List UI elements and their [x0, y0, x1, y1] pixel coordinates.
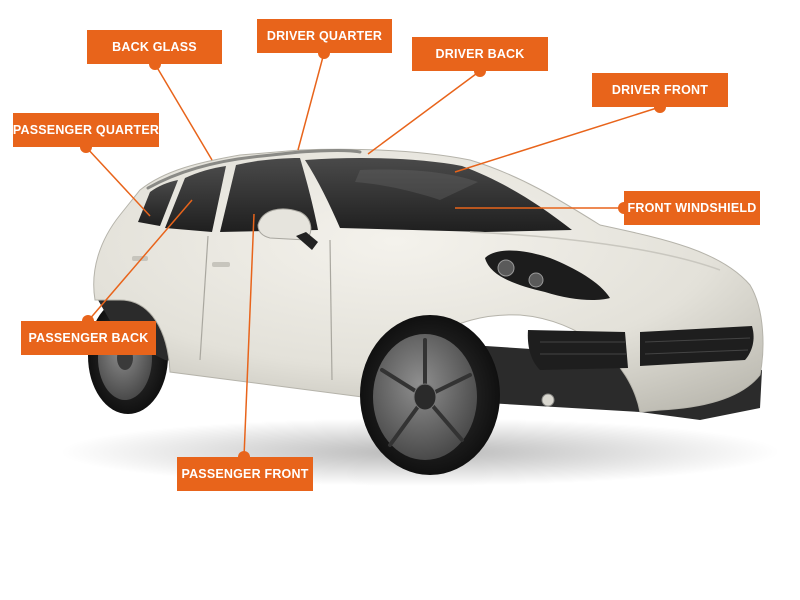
fog-light — [541, 393, 555, 407]
headlight-lens-2 — [528, 272, 544, 288]
door-handle-front — [212, 262, 230, 267]
front-wheel — [360, 315, 500, 475]
passenger-back-glass — [165, 166, 226, 232]
mirror-stem — [296, 232, 318, 250]
front-windshield-label[interactable]: FRONT WINDSHIELD — [624, 191, 760, 225]
back-glass-label[interactable]: BACK GLASS — [87, 30, 222, 64]
lower-grille-left — [527, 330, 628, 370]
windshield-reflection — [355, 169, 478, 200]
passenger-front-label[interactable]: PASSENGER FRONT — [177, 457, 313, 491]
hood-crease — [469, 231, 721, 271]
lower-grille-right — [640, 326, 754, 366]
roof-rail — [146, 149, 362, 190]
passenger-quarter-label[interactable]: PASSENGER QUARTER — [13, 113, 159, 147]
driver-quarter-label[interactable]: DRIVER QUARTER — [257, 19, 392, 53]
door-seam-front — [329, 239, 333, 381]
side-mirror — [257, 208, 312, 241]
leader-lines — [85, 52, 661, 458]
driver-back-label[interactable]: DRIVER BACK — [412, 37, 548, 71]
door-handle-rear — [132, 256, 148, 261]
driver-front-label[interactable]: DRIVER FRONT — [592, 73, 728, 107]
door-seam-rear — [199, 235, 209, 361]
passenger-back-label[interactable]: PASSENGER BACK — [21, 321, 156, 355]
front-windshield-glass — [305, 158, 572, 232]
headlight-lens-1 — [497, 259, 515, 277]
headlight — [485, 250, 610, 300]
